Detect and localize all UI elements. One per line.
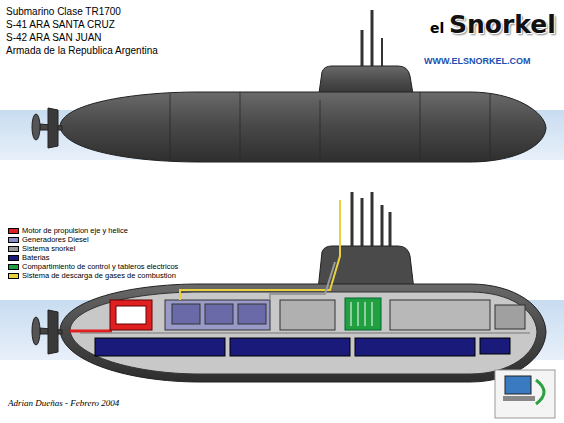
navy-name: Armada de la Republica Argentina: [6, 45, 158, 56]
logo-text: el: [430, 20, 444, 36]
legend-text: Sistema snorkel: [22, 244, 75, 253]
legend-text: Compartimiento de control y tableros ele…: [22, 262, 178, 271]
legend-swatch: [8, 246, 19, 252]
logo-text: Snorkel: [449, 10, 556, 39]
ship-name: S-42 ARA SAN JUAN: [6, 32, 102, 43]
submarine-cutaway: [32, 192, 546, 382]
legend-swatch: [8, 237, 19, 243]
legend-swatch: [8, 273, 19, 279]
signature: Adrian Dueñas - Febrero 2004: [8, 398, 119, 408]
legend-text: Generadores Diesel: [22, 235, 89, 244]
legend-text: Sistema de descarga de gases de combusti…: [22, 271, 176, 280]
artist-logo: [495, 370, 555, 418]
title: Submarino Clase TR1700: [6, 6, 121, 17]
ship-name: S-41 ARA SANTA CRUZ: [6, 19, 115, 30]
website-url: WWW.ELSNORKEL.COM: [424, 56, 531, 66]
legend-swatch: [8, 264, 19, 270]
legend-text: Motor de propulsion eje y helice: [22, 226, 128, 235]
legend-text: Baterias: [22, 253, 50, 262]
legend-swatch: [8, 228, 19, 234]
legend-swatch: [8, 255, 19, 261]
